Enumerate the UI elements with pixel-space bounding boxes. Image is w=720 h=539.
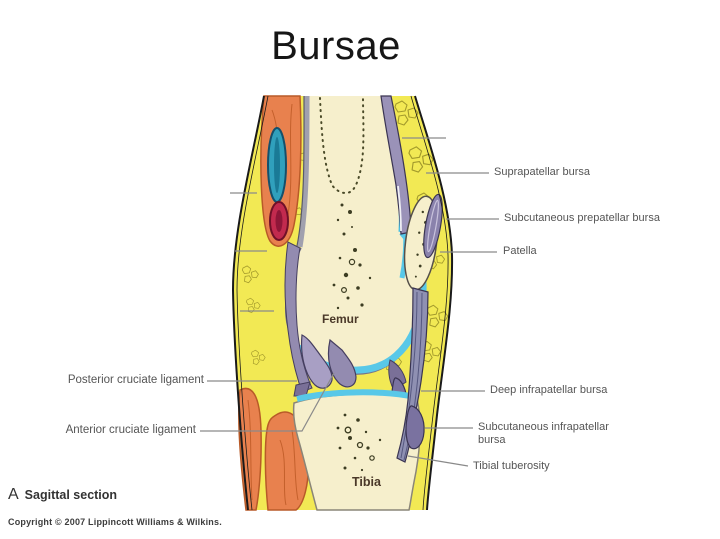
femur-speckles [332,203,372,310]
figure-caption: A Sagittal section [8,486,117,504]
label-anterior-cruciate-ligament: Anterior cruciate ligament [65,424,196,436]
copyright-notice: Copyright © 2007 Lippincott Williams & W… [8,517,222,527]
femur-label: Femur [322,312,359,326]
label-suprapatellar-bursa: Suprapatellar bursa [494,166,591,178]
label-subcutaneous-prepatellar-bursa: Subcutaneous prepatellar bursa [504,212,660,224]
label-patella: Patella [503,245,537,257]
popliteal-vein [267,127,287,203]
caption-text: Sagittal section [24,488,118,502]
tibia-speckles [336,413,382,472]
femur-trabecular-border [319,97,365,195]
popliteal-artery [269,201,289,241]
tibial-cartilage [296,389,416,402]
femur-cortex-left-edge [296,95,305,247]
posterior-capsule [284,241,313,393]
page-title: Bursae [271,24,401,68]
label-deep-infrapatellar-bursa: Deep infrapatellar bursa [490,384,608,396]
subcutaneous-infrapatellar-bursa-shape [405,405,425,450]
leader-lines [200,137,499,467]
posterior-cruciate-ligament-shape [300,334,333,389]
femur-bone [285,96,426,375]
muscle-marbling-lower [247,399,299,506]
leader-anterior-cruciate [200,372,335,432]
skin-outline [231,95,454,511]
leader-tibial-tuberosity [407,455,469,467]
anterior-cruciate-ligament-shape [327,338,357,388]
quadriceps-tendon-highlight [397,185,402,232]
femur-cortex-left [297,95,310,248]
label-subcutaneous-infrapatellar-bursa: Subcutaneous infrapatellar bursa [478,421,609,446]
label-tibial-tuberosity: Tibial tuberosity [473,460,550,472]
label-posterior-cruciate-ligament: Posterior cruciate ligament [67,374,204,386]
prepatellar-bursa-shape [423,193,443,259]
tibia-label: Tibia [352,475,382,489]
figure-letter: A [8,486,19,503]
